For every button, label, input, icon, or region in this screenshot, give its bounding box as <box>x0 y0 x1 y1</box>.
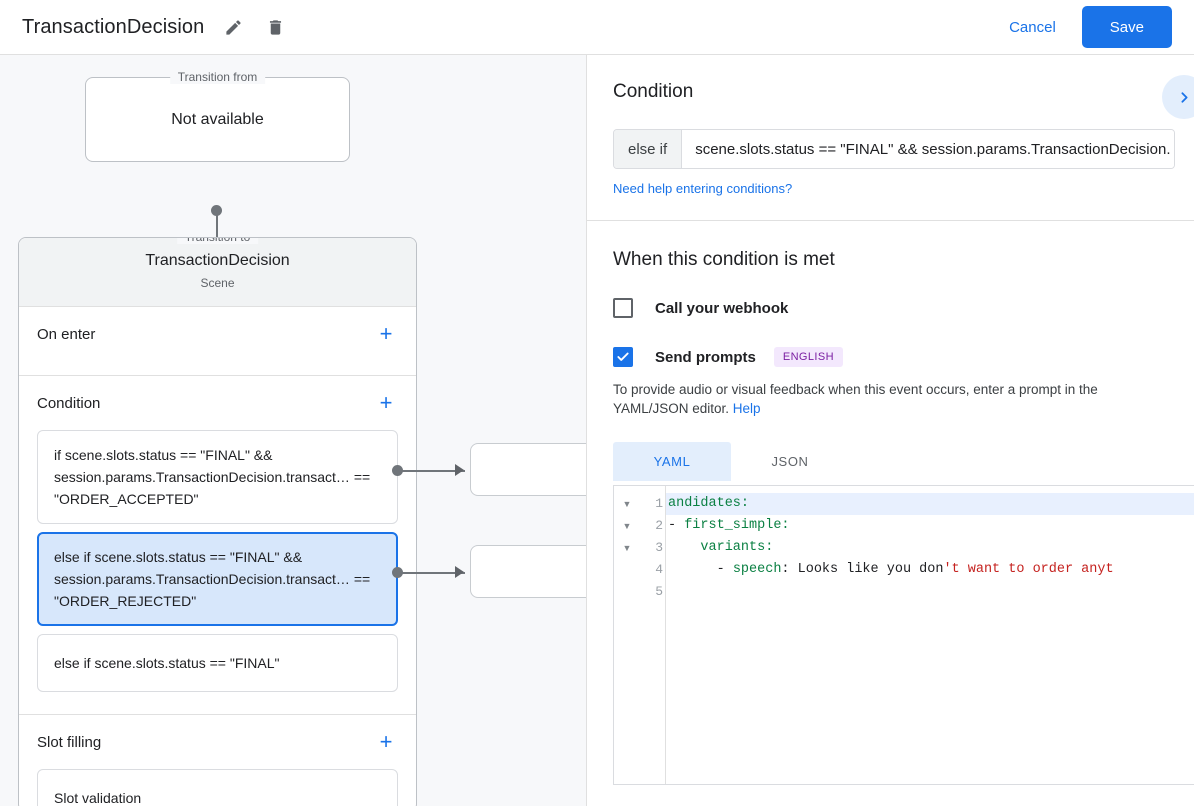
trash-icon[interactable] <box>262 14 288 40</box>
section-label-on-enter: On enter <box>37 325 96 343</box>
add-on-enter-button[interactable]: + <box>379 321 393 346</box>
prompts-help-link[interactable]: Help <box>732 401 761 416</box>
top-bar: TransactionDecision Cancel Save <box>0 0 1194 55</box>
language-badge: ENGLISH <box>773 347 843 367</box>
connector-line-condition-1 <box>397 571 465 574</box>
fold-toggle-icon[interactable]: ▼ <box>622 543 632 553</box>
code-token: first_simple: <box>684 518 790 533</box>
code-token: - <box>668 518 685 533</box>
target-node-1[interactable] <box>470 545 586 598</box>
fold-spacer <box>614 581 640 603</box>
line-number: 2 <box>655 518 663 533</box>
page-title: TransactionDecision <box>22 15 205 38</box>
code-token: Looks like you don <box>797 562 944 577</box>
code-token: 't want to order anyt <box>943 562 1114 577</box>
code-token: : <box>781 562 798 577</box>
slot-filling-item-0[interactable]: Slot validation <box>37 769 398 806</box>
send-prompts-row: Send prompts ENGLISH <box>613 347 1168 367</box>
transition-from-value: Not available <box>171 110 264 128</box>
scene-type: Scene <box>200 276 235 290</box>
condition-help-link[interactable]: Need help entering conditions? <box>613 181 793 196</box>
fold-toggle-icon[interactable]: ▼ <box>622 521 632 531</box>
fold-spacer <box>614 559 640 581</box>
detail-panel-header: Condition else if scene.slots.status == … <box>587 55 1194 221</box>
connector-line-condition-0 <box>397 469 465 472</box>
editor-fold-column: ▼ ▼ ▼ <box>614 486 640 784</box>
pencil-icon[interactable] <box>220 14 246 40</box>
fold-toggle-icon[interactable]: ▼ <box>622 499 632 509</box>
detail-panel-body: When this condition is met Call your web… <box>587 221 1194 785</box>
section-header-condition: Condition + <box>37 376 398 430</box>
transition-from-legend: Transition from <box>169 70 266 84</box>
scene-name: TransactionDecision <box>145 252 290 269</box>
prompts-hint: To provide audio or visual feedback when… <box>613 380 1168 418</box>
detail-panel-title: Condition <box>613 81 694 102</box>
send-prompts-label: Send prompts <box>655 348 756 366</box>
add-condition-button[interactable]: + <box>379 390 393 415</box>
code-line[interactable] <box>666 581 1194 603</box>
cancel-button[interactable]: Cancel <box>995 11 1070 44</box>
transition-to-node: Transition to TransactionDecision Scene … <box>18 237 417 806</box>
connector-arrow-condition-0 <box>455 464 464 476</box>
code-editor[interactable]: ▼ ▼ ▼ 1 2 3 4 5 andidates: - first_simple: vari… <box>613 485 1194 785</box>
prompts-hint-text: To provide audio or visual feedback when… <box>613 382 1098 416</box>
editor-line-numbers: 1 2 3 4 5 <box>640 486 666 784</box>
section-label-slot-filling: Slot filling <box>37 733 102 751</box>
section-header-slot-filling: Slot filling + <box>37 715 398 769</box>
condition-input-row[interactable]: else if scene.slots.status == "FINAL" &&… <box>613 129 1175 169</box>
detail-panel: Condition else if scene.slots.status == … <box>586 55 1194 806</box>
tab-yaml[interactable]: YAML <box>613 442 731 481</box>
scene-header: TransactionDecision Scene <box>19 238 416 307</box>
section-slot-filling: Slot filling + Slot validation <box>19 715 416 806</box>
code-token: andidates: <box>668 496 750 511</box>
section-header-on-enter: On enter + <box>37 307 398 361</box>
transition-to-legend: Transition to <box>176 238 259 244</box>
line-number: 3 <box>655 540 663 555</box>
send-prompts-checkbox[interactable] <box>613 347 633 367</box>
code-line[interactable]: variants: <box>666 537 1194 559</box>
tab-json[interactable]: JSON <box>771 454 809 469</box>
chevron-right-icon[interactable] <box>1162 75 1194 119</box>
call-webhook-label: Call your webhook <box>655 299 789 317</box>
connector-arrow-condition-1 <box>455 566 464 578</box>
add-slot-filling-button[interactable]: + <box>379 729 393 754</box>
when-condition-met-heading: When this condition is met <box>613 249 835 270</box>
code-token <box>668 540 700 555</box>
condition-item-2[interactable]: else if scene.slots.status == "FINAL" <box>37 634 398 692</box>
editor-format-tabs: YAML JSON <box>613 442 1168 481</box>
code-token: - <box>668 562 733 577</box>
line-number: 5 <box>655 584 663 599</box>
code-line[interactable]: - first_simple: <box>666 515 1194 537</box>
code-token: variants: <box>700 540 774 555</box>
condition-input[interactable]: scene.slots.status == "FINAL" && session… <box>682 130 1174 168</box>
code-token: speech <box>732 562 782 577</box>
line-number: 4 <box>655 562 663 577</box>
line-number: 1 <box>655 496 663 511</box>
section-on-enter: On enter + <box>19 307 416 376</box>
editor-code-area[interactable]: andidates: - first_simple: variants: - sp… <box>666 486 1194 784</box>
condition-item-0[interactable]: if scene.slots.status == "FINAL" && sess… <box>37 430 398 524</box>
condition-prefix-label: else if <box>614 130 683 168</box>
target-node-0[interactable] <box>470 443 586 496</box>
webhook-row: Call your webhook <box>613 298 1168 318</box>
transition-from-node[interactable]: Transition from Not available <box>85 70 350 162</box>
flow-canvas: Transition from Not available Transition… <box>0 55 586 806</box>
call-webhook-checkbox[interactable] <box>613 298 633 318</box>
code-line[interactable]: andidates: <box>666 493 1194 515</box>
section-condition: Condition + if scene.slots.status == "FI… <box>19 376 416 715</box>
code-line[interactable]: - speech: Looks like you don't want to o… <box>666 559 1194 581</box>
save-button[interactable]: Save <box>1081 6 1172 48</box>
condition-item-1[interactable]: else if scene.slots.status == "FINAL" &&… <box>37 532 398 626</box>
section-label-condition: Condition <box>37 394 101 412</box>
